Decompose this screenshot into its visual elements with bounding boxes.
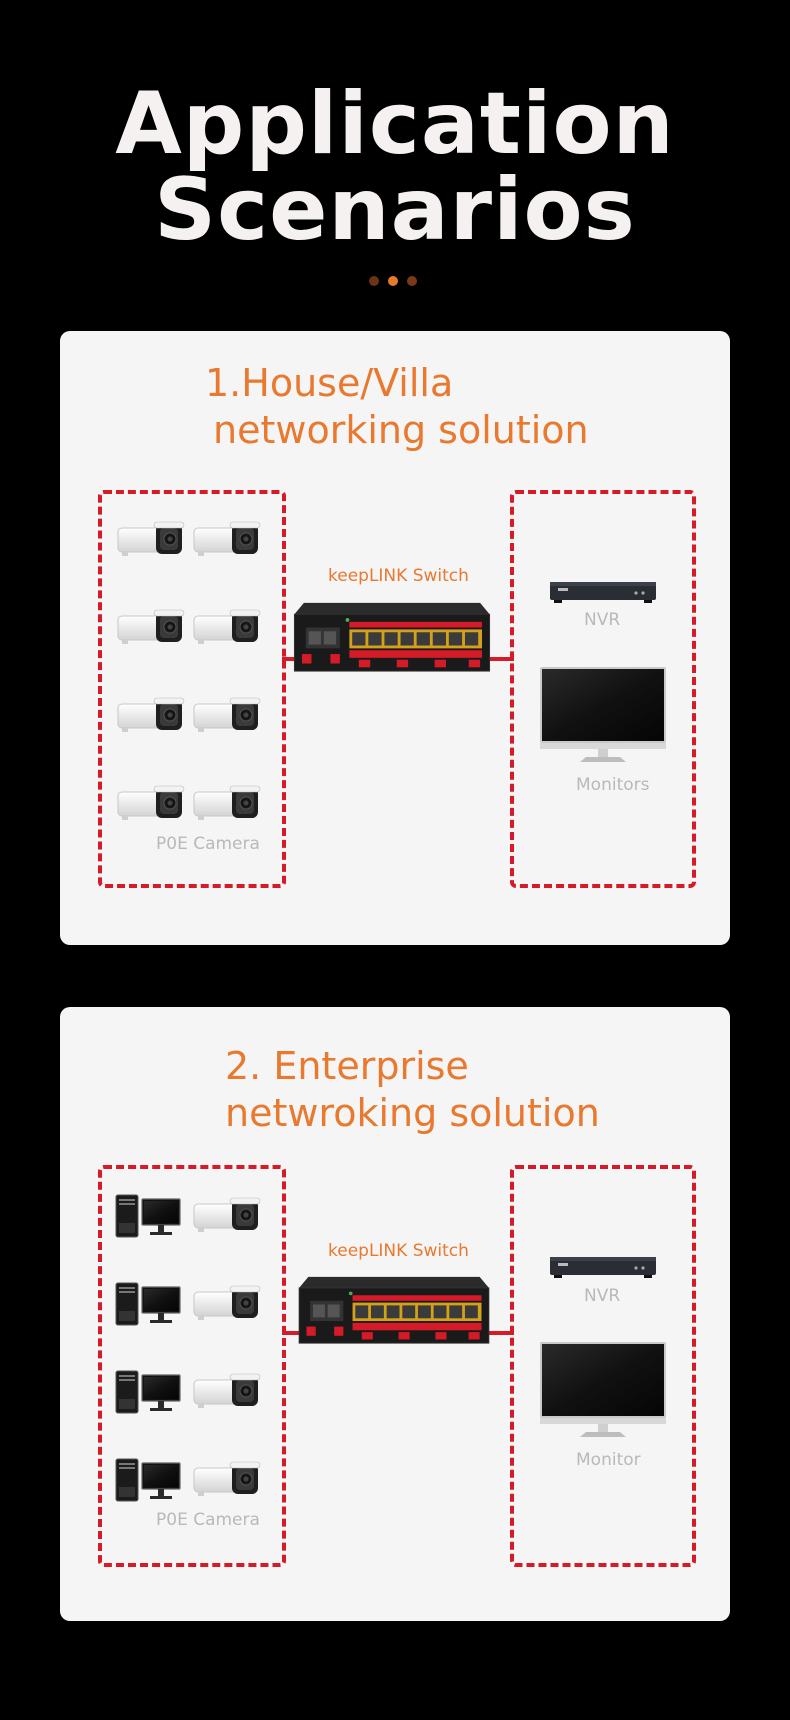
camera-icon [116, 695, 186, 735]
nvr-icon [548, 1253, 658, 1279]
computer-icon [114, 1369, 184, 1415]
left-device-group [98, 1165, 286, 1567]
scenario-heading-line2: networking solution [213, 408, 589, 452]
camera-icon [192, 519, 262, 559]
camera-icon [192, 1283, 262, 1323]
right-link-line [488, 1331, 514, 1335]
camera-icon [192, 1195, 262, 1235]
camera-icon [192, 1459, 262, 1499]
left-group-caption: P0E Camera [156, 834, 260, 854]
scenario-card-house: 1.House/Villa networking solution keepLI… [60, 331, 730, 945]
camera-icon [116, 607, 186, 647]
right-link-line [486, 657, 514, 661]
switch-label: keepLINK Switch [328, 566, 469, 586]
nvr-icon [548, 578, 658, 604]
left-link-line [282, 1331, 302, 1335]
scenario-heading-line1: 1.House/Villa [205, 361, 454, 405]
dot-2 [388, 276, 398, 286]
camera-icon [192, 695, 262, 735]
switch-icon [296, 1275, 492, 1345]
page-indicator-dots [369, 276, 429, 288]
nvr-caption: NVR [584, 610, 621, 630]
dot-1 [369, 276, 379, 286]
scenario-heading-line1: 2. Enterprise [225, 1044, 469, 1088]
camera-icon [192, 607, 262, 647]
camera-icon [116, 519, 186, 559]
scenario-card-enterprise: 2. Enterprise netwroking solution keepLI… [60, 1007, 730, 1621]
monitor-caption: Monitors [576, 775, 650, 795]
computer-icon [114, 1281, 184, 1327]
page-title-line2: Scenarios [154, 160, 636, 260]
computer-icon [114, 1193, 184, 1239]
monitor-icon [538, 665, 668, 765]
switch-label: keepLINK Switch [328, 1241, 469, 1261]
right-device-group [510, 490, 696, 888]
right-device-group [510, 1165, 696, 1567]
left-device-group [98, 490, 286, 888]
switch-icon [292, 601, 492, 673]
page-title-line1: Application [115, 74, 675, 174]
camera-icon [192, 1371, 262, 1411]
left-link-line [282, 657, 298, 661]
nvr-caption: NVR [584, 1286, 621, 1306]
camera-icon [192, 783, 262, 823]
camera-icon [116, 783, 186, 823]
scenario-heading-line2: netwroking solution [225, 1091, 600, 1135]
left-group-caption: P0E Camera [156, 1510, 260, 1530]
monitor-caption: Monitor [576, 1450, 641, 1470]
monitor-icon [538, 1340, 668, 1440]
dot-3 [407, 276, 417, 286]
computer-icon [114, 1457, 184, 1503]
